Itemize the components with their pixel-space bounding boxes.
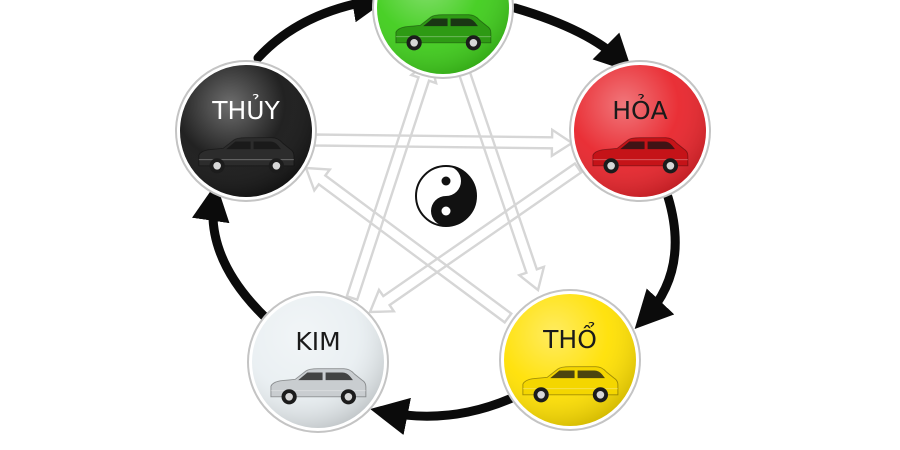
cycle-arrow-hoa-tho (634, 192, 680, 330)
star-arrow-moc-tho (453, 56, 546, 293)
car-icon (270, 368, 367, 405)
cycle-arrow-thuy-moc (253, 0, 390, 63)
star-arrow-tho-thuy (304, 166, 513, 325)
element-tho: THỔ (499, 289, 641, 431)
star-arrow-hoa-kim (368, 161, 583, 314)
car-icon (592, 137, 689, 174)
car-icon (198, 137, 295, 174)
element-hoa-label: HỎA (612, 94, 668, 125)
star-arrow-thuy-hoa (312, 127, 575, 158)
generating-cycle-arrows (192, 0, 680, 435)
car-icon (522, 366, 619, 403)
element-kim-label: KIM (295, 327, 340, 356)
element-moc (372, 0, 514, 79)
cycle-arrow-tho-kim (370, 393, 517, 435)
yin-yang-icon (415, 165, 477, 227)
element-tho-label: THỔ (542, 321, 597, 354)
element-kim: KIM (247, 291, 389, 433)
controlling-star-arrows (304, 56, 583, 325)
element-thuy: THỦY (175, 60, 317, 202)
element-thuy-label: THỦY (211, 94, 280, 125)
element-hoa: HỎA (569, 60, 711, 202)
car-icon (395, 14, 492, 51)
cycle-arrow-kim-thuy (192, 183, 273, 325)
cycle-arrow-moc-hoa (510, 3, 633, 73)
